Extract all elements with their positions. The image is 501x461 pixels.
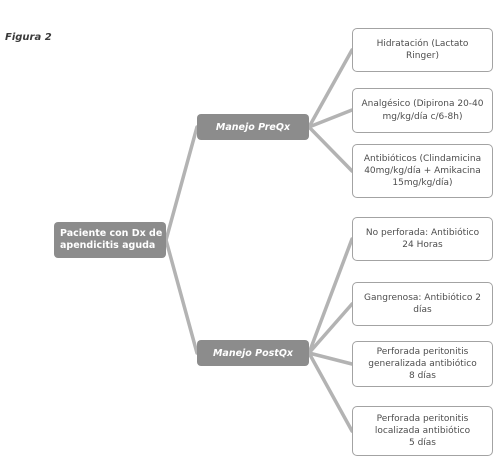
branch-postqx-label: Manejo PostQx — [212, 347, 294, 359]
leaf-text-line: 24 Horas — [402, 240, 443, 250]
leaf-text-line: 40mg/kg/día + Amikacina — [364, 165, 481, 176]
connector-preqx-hid — [307, 48, 354, 129]
leaf-text-line: 8 días — [408, 371, 436, 382]
leaf-no-perforada: No perforada: Antibiótico 24 Horas — [352, 217, 493, 261]
connector-postqx-nop — [307, 237, 354, 355]
leaf-text-line: Perforada peritonitis — [376, 413, 469, 424]
connector-root-preqx — [164, 125, 199, 242]
connector-preqx-ana — [307, 108, 354, 129]
leaf-analgesico: Analgésico (Dipirona 20-40 mg/kg/día c/6… — [352, 88, 493, 133]
leaf-text-line: 15mg/kg/día) — [392, 178, 453, 189]
root-node: Paciente con Dx de apendicitis aguda — [54, 222, 166, 258]
branch-preqx-label: Manejo PreQx — [215, 121, 291, 133]
connector-postqx-pgen — [307, 351, 354, 366]
connector-preqx-abx — [307, 125, 354, 173]
branch-preqx: Manejo PreQx — [197, 114, 309, 140]
leaf-text-line: Perforada peritonitis — [376, 346, 469, 357]
root-line-1: Paciente con Dx de — [60, 227, 163, 239]
root-line-2: apendicitis aguda — [60, 240, 156, 251]
leaf-text-line: Antibióticos (Clindamicina — [363, 153, 482, 164]
leaf-text-line: mg/kg/día c/6-8h) — [382, 111, 463, 122]
leaf-text-line: No perforada: Antibiótico — [365, 227, 480, 238]
leaf-text-line: Analgésico (Dipirona 20-40 — [361, 99, 484, 110]
figure-label: Figura 2 — [5, 32, 52, 43]
leaf-gangrenosa: Gangrenosa: Antibiótico 2 días — [352, 282, 493, 326]
connector-postqx-gan — [307, 302, 354, 355]
leaf-text-line: Hidratación (Lactato — [376, 38, 469, 49]
leaf-antibioticos: Antibióticos (Clindamicina 40mg/kg/día +… — [352, 144, 493, 198]
leaf-perforada-localizada: Perforada peritonitis localizada antibió… — [352, 406, 493, 456]
leaf-perforada-generalizada: Perforada peritonitis generalizada antib… — [352, 341, 493, 387]
leaf-text-line: generalizada antibiótico — [368, 358, 477, 369]
leaf-text-line: localizada antibiótico — [374, 425, 471, 436]
leaf-text-line: días — [413, 305, 432, 315]
leaf-hidratacion: Hidratación (Lactato Ringer) — [352, 28, 493, 72]
connector-root-postqx — [164, 238, 199, 355]
leaf-text-line: 5 días — [408, 438, 436, 449]
branch-postqx: Manejo PostQx — [197, 340, 309, 366]
leaf-text-line: Ringer) — [406, 51, 439, 61]
connector-postqx-ploc — [307, 351, 354, 433]
leaf-text-line: Gangrenosa: Antibiótico 2 — [364, 292, 481, 303]
